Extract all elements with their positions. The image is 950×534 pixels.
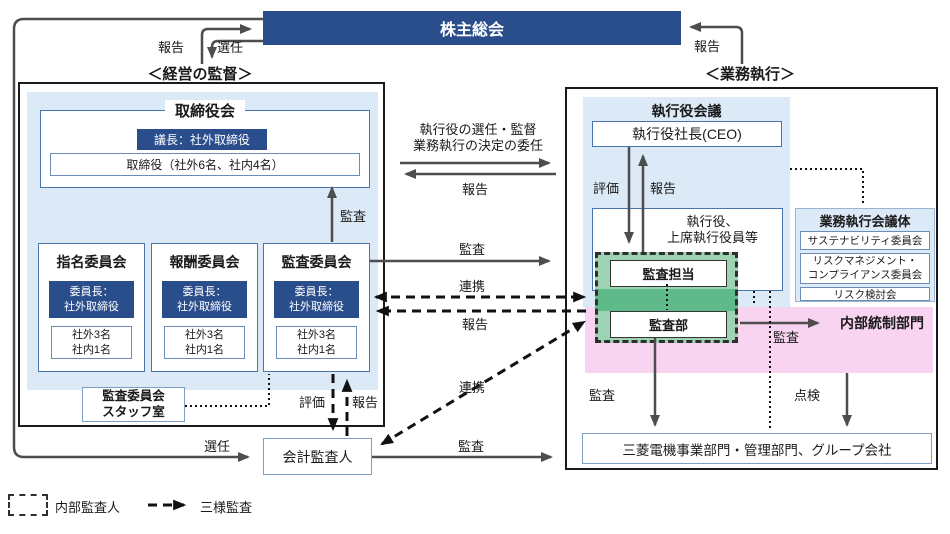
label-report-left: 報告	[352, 395, 379, 410]
exec-meeting-title: 執行役会議	[651, 103, 722, 119]
councils-title: 業務執行会議体	[819, 214, 911, 229]
compensation-members-box: 社外3名 社内1名	[164, 326, 245, 359]
councils-panel: 業務執行会議体 サステナビリティ委員会 リスクマネジメント・ コンプライアンス委…	[795, 208, 935, 302]
label-audit-internalcontrol: 監査	[773, 330, 800, 345]
risk-compliance-committee-box: リスクマネジメント・ コンプライアンス委員会	[800, 253, 930, 284]
nomination-committee-title: 指名委員会	[56, 254, 127, 270]
supervision-heading: ＜経営の監督＞	[147, 66, 253, 83]
legend-dashed-box-icon	[8, 494, 48, 516]
nomination-chair-badge: 委員長： 社外取締役	[49, 281, 134, 318]
label-audit-center: 監査	[459, 242, 486, 257]
label-report-center: 報告	[462, 182, 489, 197]
label-audit-bottomcenter: 監査	[458, 439, 485, 454]
label-cooperate-diagonal: 連携	[459, 380, 486, 395]
label-delegate: 執行役の選任・監督 業務執行の決定の委任	[412, 122, 543, 154]
compensation-chair-badge: 委員長： 社外取締役	[162, 281, 247, 318]
nomination-members-box: 社外3名 社内1名	[51, 326, 132, 359]
board-chair-badge: 議長：社外取締役	[137, 129, 267, 150]
label-inspect: 点検	[794, 388, 821, 403]
label-report-topright: 報告	[694, 39, 721, 54]
audit-officer-box: 監査担当	[610, 260, 727, 287]
internal-auditor-green-box: 監査担当 監査部	[595, 252, 738, 343]
legend-three-way-audit-label: 三様監査	[200, 500, 253, 515]
audit-members-box: 社外3名 社内1名	[276, 326, 357, 359]
internal-control-label: 内部統制部門	[840, 315, 924, 331]
label-appoint-topleft: 選任	[217, 40, 244, 55]
legend-internal-auditor-label: 内部監査人	[55, 500, 121, 515]
group-companies-box: 三菱電機事業部門・管理部門、グループ会社	[582, 433, 932, 464]
accounting-auditor-box: 会計監査人	[263, 438, 372, 475]
audit-department-box: 監査部	[610, 311, 727, 338]
shareholders-meeting-title: 株主総会	[439, 22, 504, 39]
audit-committee-title: 監査委員会	[281, 254, 352, 270]
compensation-committee-title: 報酬委員会	[169, 254, 240, 270]
label-audit-up: 監査	[340, 209, 367, 224]
audit-committee-staff-office-box: 監査委員会 スタッフ室	[82, 387, 185, 422]
ceo-box: 執行役社長(CEO)	[592, 121, 782, 147]
risk-review-box: リスク検討会	[800, 287, 930, 301]
label-evaluate-left: 評価	[299, 395, 326, 410]
label-cooperate-center: 連携	[459, 279, 486, 294]
board-title: 取締役会	[164, 100, 246, 121]
execution-heading: ＜業務執行＞	[704, 66, 795, 83]
label-report-center2: 報告	[462, 317, 489, 332]
board-members-box: 取締役（社外6名、社内4名）	[50, 153, 360, 176]
audit-chair-badge: 委員長： 社外取締役	[274, 281, 359, 318]
label-audit-down: 監査	[589, 388, 616, 403]
label-report-topleft: 報告	[158, 40, 185, 55]
sustainability-committee-box: サステナビリティ委員会	[800, 231, 930, 250]
label-appoint-bottomleft: 選任	[204, 439, 231, 454]
shareholders-meeting-banner: 株主総会	[263, 11, 681, 45]
label-evaluate-right: 評価	[593, 181, 620, 196]
label-report-right: 報告	[650, 181, 677, 196]
